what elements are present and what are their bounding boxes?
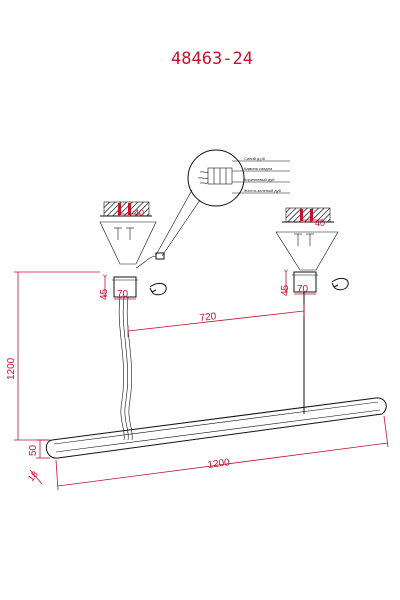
overall-drop-label: 1200 <box>6 357 17 380</box>
right-rotation-arrow-icon <box>331 277 349 291</box>
left-canopy-height-label: 45 <box>99 288 110 300</box>
left-screw-icon <box>114 227 134 240</box>
wiring-legend-item: Кaмина сахдла <box>244 166 273 171</box>
wiring-detail-circle <box>187 149 245 207</box>
wiring-detail-callout: Синий д.рй Кaмина сахдла Коричневый дуй … <box>135 149 290 269</box>
suspension-spacing-dimension: 720 <box>127 305 305 337</box>
right-canopy-height-label: 45 <box>280 284 291 296</box>
body-height-label: 50 <box>28 444 39 456</box>
suspension-spacing-label: 720 <box>199 311 217 324</box>
right-canopy-width-label: 70 <box>297 284 309 295</box>
left-ceiling-mount: 40 <box>99 201 157 265</box>
luminaire-body <box>45 397 387 459</box>
wiring-legend-item: Желто-зеленый дуй <box>244 188 281 193</box>
left-rotation-arrow-icon <box>149 282 167 296</box>
body-width-dimension: 18 <box>26 469 43 485</box>
right-canopy: 45 70 <box>280 272 349 296</box>
wiring-legend-item: Синий д.рй <box>244 156 265 161</box>
overall-drop-dimension: 1200 <box>6 271 100 441</box>
right-ceiling-mount: 40 <box>275 207 339 271</box>
right-mount-width-label: 40 <box>315 218 325 228</box>
body-width-label: 18 <box>26 469 40 483</box>
right-screw-icon <box>294 233 314 246</box>
wiring-legend-item: Коричневый дуй <box>244 177 274 182</box>
body-length-label: 1200 <box>207 457 231 471</box>
body-height-dimension: 50 <box>28 439 50 459</box>
model-number: 48463-24 <box>171 49 253 69</box>
left-canopy-width-label: 70 <box>117 289 129 300</box>
left-mount-width-label: 40 <box>134 208 144 218</box>
left-canopy: 45 70 <box>99 277 167 300</box>
body-length-dimension: 1200 <box>55 415 389 491</box>
